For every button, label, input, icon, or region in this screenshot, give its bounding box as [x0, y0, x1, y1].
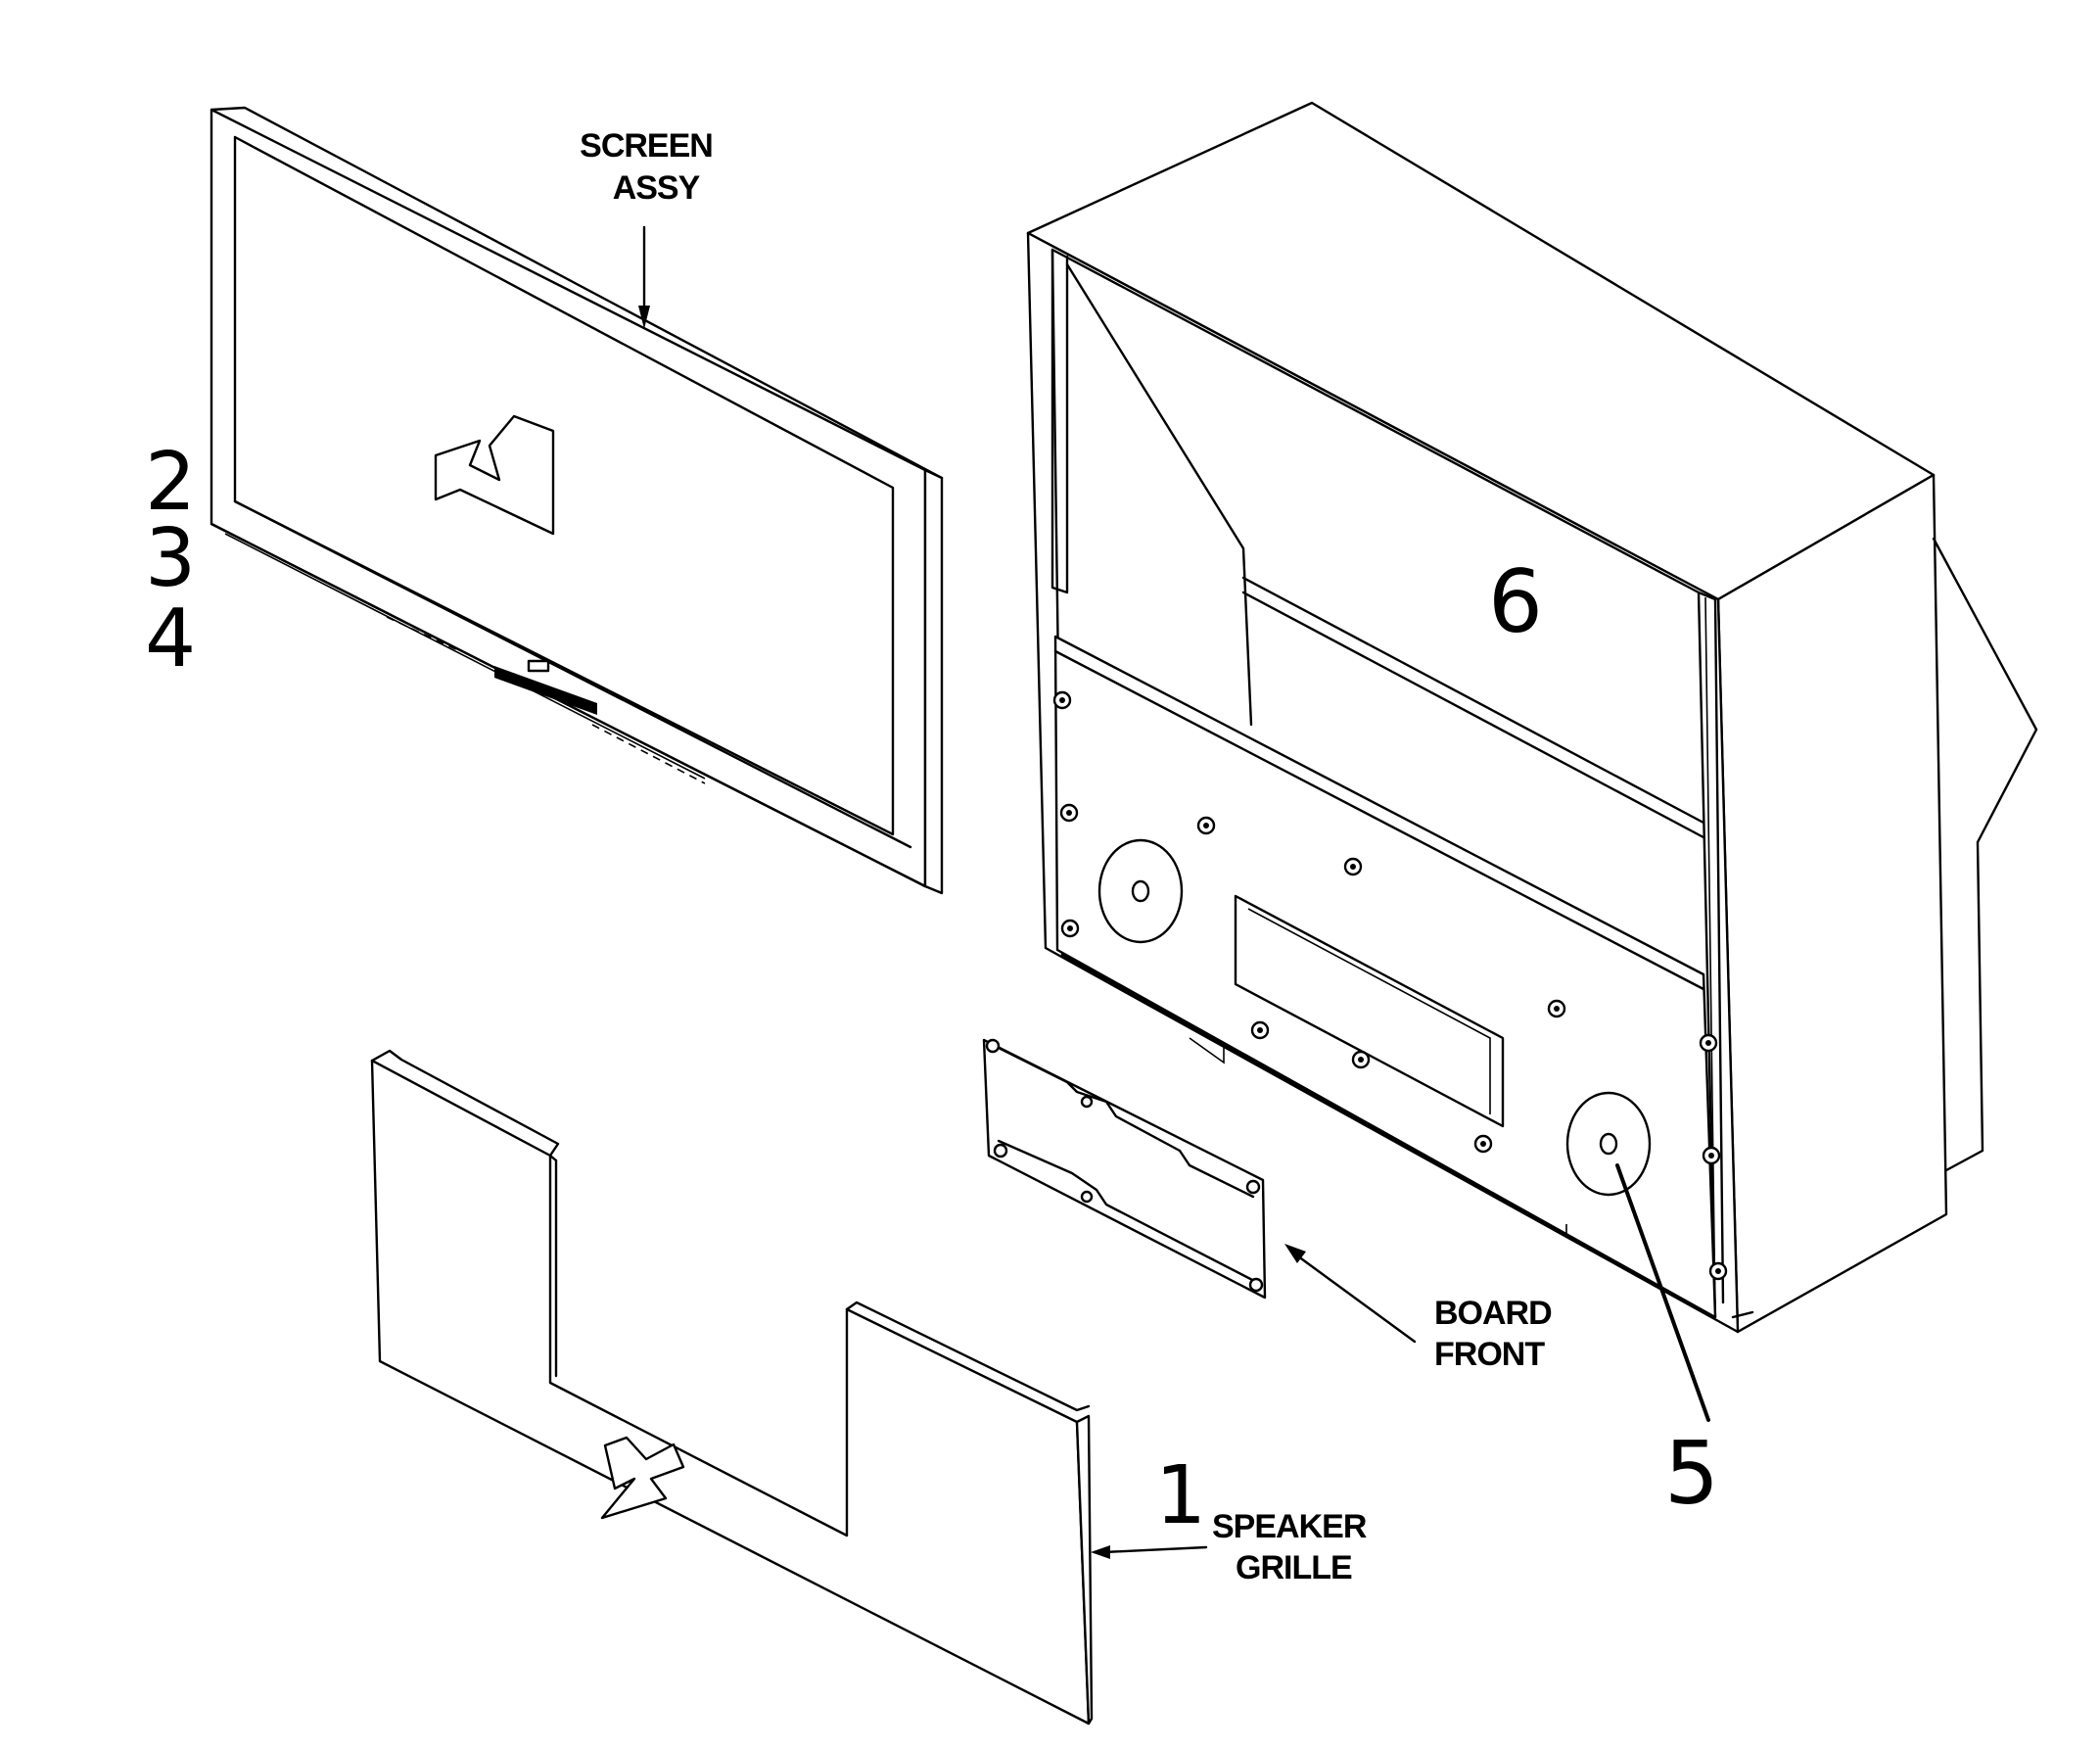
- callout-4: 4: [145, 592, 196, 686]
- tv-cabinet: [1026, 101, 2038, 1334]
- callout-2: 2: [145, 436, 196, 529]
- screen-direction-arrow: [434, 414, 555, 536]
- label-speaker-grille-line1: SPEAKER: [1212, 1508, 1367, 1545]
- screen-assembly: [210, 106, 944, 895]
- label-screen-assy-line1: SCREEN: [580, 127, 713, 165]
- callout-6: 6: [1488, 551, 1543, 652]
- callout-3: 3: [145, 512, 196, 605]
- label-board-front-line2: FRONT: [1434, 1336, 1545, 1373]
- speaker-grille: [370, 1049, 1208, 1726]
- label-board-front-line1: BOARD: [1434, 1295, 1552, 1332]
- board-front: [982, 1038, 1417, 1344]
- callout-5: 5: [1664, 1423, 1719, 1524]
- label-screen-assy-line2: ASSY: [613, 169, 701, 207]
- speaker-left: [1097, 838, 1184, 944]
- panel-opening: [1234, 894, 1505, 1128]
- cabinet-screws: [1052, 690, 1728, 1281]
- speaker-right: [1565, 1091, 1652, 1197]
- callout-1: 1: [1155, 1449, 1206, 1542]
- grille-direction-arrow: [600, 1436, 685, 1520]
- label-speaker-grille-line2: GRILLE: [1236, 1549, 1352, 1586]
- screen-connector: [494, 666, 597, 715]
